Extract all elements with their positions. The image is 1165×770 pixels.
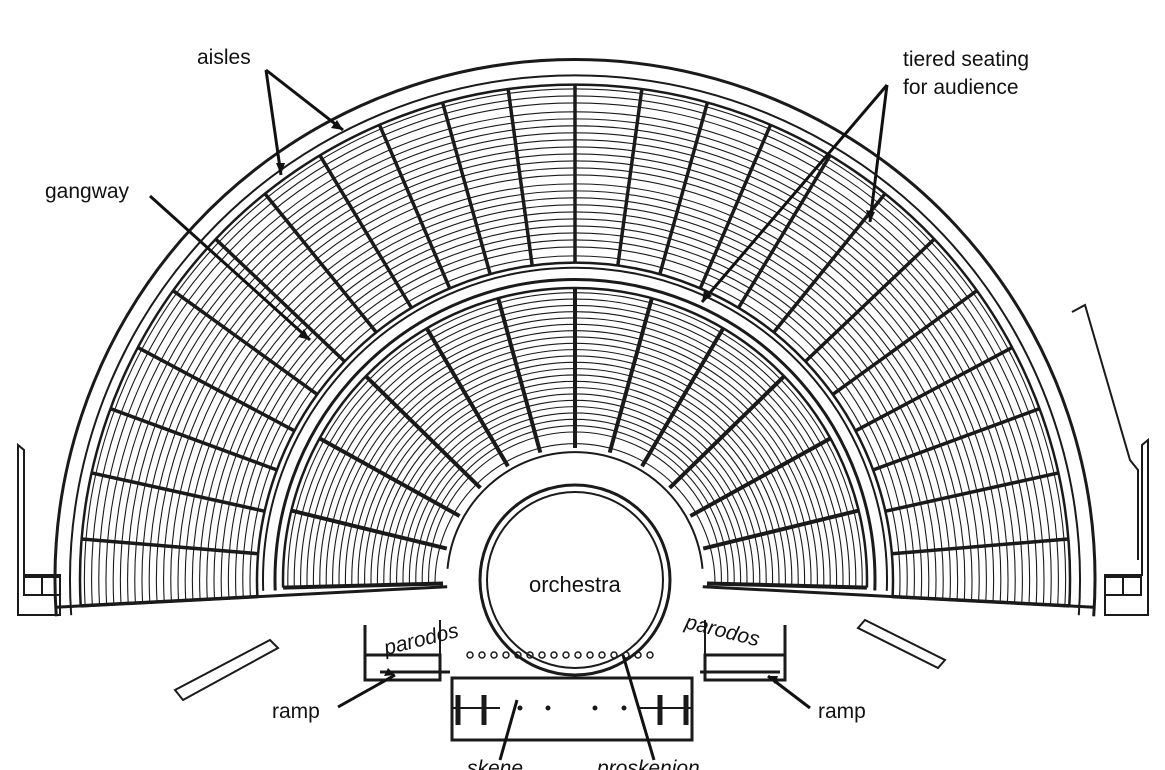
- analemma-wall-right: [702, 585, 1095, 609]
- lower-aisle: [318, 436, 461, 518]
- lower-aisle: [425, 327, 510, 468]
- upper-aisle: [616, 89, 644, 266]
- upper-aisle: [698, 124, 773, 289]
- label-ramp-left: ramp: [272, 700, 320, 723]
- proskenion-column: [610, 651, 618, 659]
- label-skene: skene: [467, 757, 523, 770]
- proskenion-column: [646, 651, 654, 659]
- proskenion-column: [586, 651, 594, 659]
- upper-aisle: [506, 89, 534, 266]
- proskenion-column: [514, 651, 522, 659]
- proskenion-column: [490, 651, 498, 659]
- orchestra-circle: [478, 483, 672, 677]
- gangway-outer-edge: [262, 266, 888, 591]
- outer-wall-arc: [53, 58, 1097, 617]
- label-gangway: gangway: [45, 180, 130, 203]
- skene-building: [363, 620, 787, 742]
- upper-aisle: [81, 537, 259, 556]
- upper-aisle: [804, 238, 936, 363]
- leader-arrowheads: [276, 120, 875, 684]
- label-proskenion: proskenion: [596, 757, 700, 770]
- upper-aisle: [658, 102, 709, 275]
- lower-aisle: [364, 374, 482, 490]
- outer-retaining-wall: [53, 58, 1097, 617]
- proskenion-colonnade: [466, 651, 654, 659]
- upper-aisle: [263, 192, 378, 334]
- leader-lines: [148, 68, 889, 761]
- upper-aisle: [109, 407, 278, 472]
- lower-aisle: [496, 297, 543, 454]
- upper-aisle: [872, 407, 1041, 472]
- proskenion-column: [550, 651, 558, 659]
- lower-aisle: [668, 374, 786, 490]
- upper-aisle: [832, 289, 978, 396]
- gangway-inner-edge: [273, 278, 877, 591]
- analemma-wall-left: [55, 585, 448, 609]
- label-aisles: aisles: [197, 46, 251, 69]
- proskenion-column: [526, 651, 534, 659]
- upper-aisle: [441, 102, 492, 275]
- lower-aisle: [689, 436, 832, 518]
- lower-aisle: [290, 508, 448, 551]
- lower-aisle: [702, 508, 860, 551]
- label-orchestra: orchestra: [529, 572, 621, 597]
- lower-aisle: [706, 581, 867, 590]
- lower-aisle: [640, 327, 725, 468]
- upper-tier-outer-edge: [78, 83, 1072, 606]
- upper-aisle: [137, 346, 296, 433]
- upper-aisle: [214, 238, 346, 363]
- proskenion-column: [538, 651, 546, 659]
- upper-aisle: [772, 192, 887, 334]
- lower-aisle: [607, 297, 654, 454]
- ramp-walls: [17, 303, 1149, 702]
- outer-wall-inner-arc: [69, 74, 1081, 616]
- proskenion-column: [598, 651, 606, 659]
- skene-interior-dots: [517, 705, 627, 711]
- upper-aisle: [737, 154, 832, 309]
- side-analemma-walls: [55, 585, 1095, 609]
- upper-aisle: [91, 471, 265, 513]
- proskenion-column: [574, 651, 582, 659]
- lower-aisle: [283, 581, 444, 590]
- gangway-ring: [262, 266, 888, 591]
- proskenion-column: [478, 651, 486, 659]
- proskenion-column: [562, 651, 570, 659]
- proskenion-column: [466, 651, 474, 659]
- proskenion-column: [634, 651, 642, 659]
- label-ramp-right: ramp: [818, 700, 866, 723]
- label-parodos-right: parodos: [682, 610, 763, 651]
- upper-aisle: [377, 124, 452, 289]
- label-tiered-seating-line2: for audience: [903, 76, 1019, 99]
- upper-aisle: [891, 537, 1069, 556]
- upper-aisle: [318, 154, 413, 309]
- label-tiered-seating-line1: tiered seating: [903, 48, 1029, 71]
- upper-tier-inner-edge: [255, 261, 895, 597]
- upper-aisle: [172, 289, 318, 396]
- lower-tier-outer-edge: [281, 286, 869, 588]
- upper-aisle: [854, 346, 1013, 433]
- lower-tier-inner-edge: [446, 451, 704, 569]
- upper-aisle: [885, 471, 1059, 513]
- proskenion-column: [502, 651, 510, 659]
